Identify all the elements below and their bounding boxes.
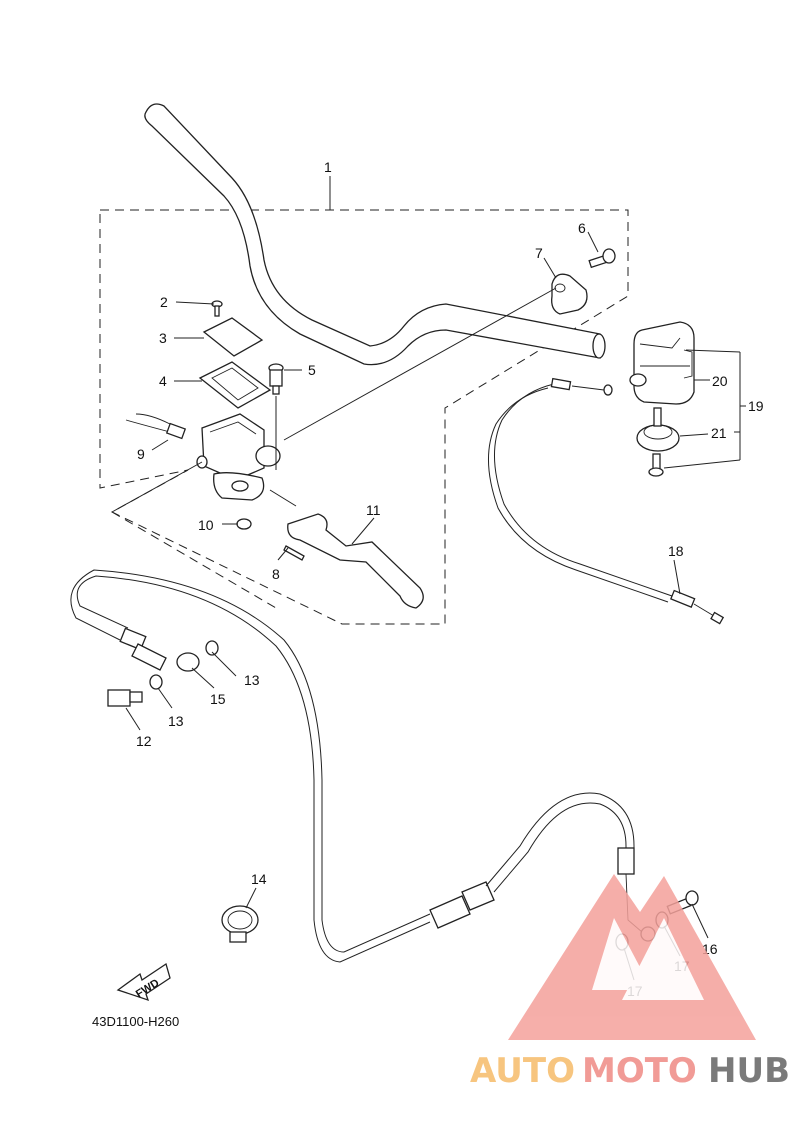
pivot-nut <box>236 518 252 530</box>
callout-14: 14 <box>251 871 267 887</box>
brake-hose <box>70 569 656 963</box>
callout-9: 9 <box>137 446 145 462</box>
callout-20: 20 <box>712 373 728 389</box>
callout-13a: 13 <box>168 713 184 729</box>
callout-10: 10 <box>198 517 214 533</box>
union-bolt <box>107 689 143 707</box>
callout-13b: 13 <box>244 672 260 688</box>
throttle-cable <box>488 377 725 625</box>
callout-8: 8 <box>272 566 280 582</box>
brake-light-switch <box>125 413 187 440</box>
watermark-brand-auto: AUTO <box>470 1051 575 1091</box>
watermark-brand: AUTO MOTO HUB <box>470 1051 790 1091</box>
callout-4: 4 <box>159 373 167 389</box>
reservoir-cap <box>202 317 264 357</box>
brake-lever <box>287 513 424 609</box>
callout-19: 19 <box>748 398 764 414</box>
handlebar-switch <box>629 321 695 405</box>
callout-15: 15 <box>210 691 226 707</box>
diagram-part-code: 43D1100-H260 <box>92 1014 179 1029</box>
master-cylinder <box>201 413 281 501</box>
watermark-brand-hub: HUB <box>708 1051 790 1091</box>
watermark-brand-moto: MOTO <box>582 1051 697 1091</box>
callout-12: 12 <box>136 733 152 749</box>
callout-18: 18 <box>668 543 684 559</box>
copper-washer-top <box>205 640 219 656</box>
callout-21: 21 <box>711 425 727 441</box>
callout-5: 5 <box>308 362 316 378</box>
callout-7: 7 <box>535 245 543 261</box>
switch-grommet <box>636 407 680 452</box>
fwd-arrow: FWD <box>116 962 171 1002</box>
union-fitting <box>176 652 200 672</box>
assembly-boundary <box>99 209 629 625</box>
master-cylinder-bolt <box>268 363 284 395</box>
callout-6: 6 <box>578 220 586 236</box>
hose-clamp <box>221 905 259 943</box>
copper-washer-bottom <box>149 674 163 690</box>
watermark-logo <box>508 874 756 1040</box>
callout-3: 3 <box>159 330 167 346</box>
callout-2: 2 <box>160 294 168 310</box>
switch-screw <box>648 453 664 477</box>
diaphragm <box>198 361 272 409</box>
callout-11: 11 <box>366 502 381 518</box>
clamp-bracket <box>551 273 588 315</box>
handlebar <box>144 103 606 366</box>
clamp-bolt <box>588 248 616 269</box>
callout-1: 1 <box>324 159 332 175</box>
lever-spring <box>283 545 305 561</box>
hose-boundary <box>111 511 277 609</box>
cover-screw <box>211 300 223 317</box>
leader-lines <box>111 176 746 981</box>
